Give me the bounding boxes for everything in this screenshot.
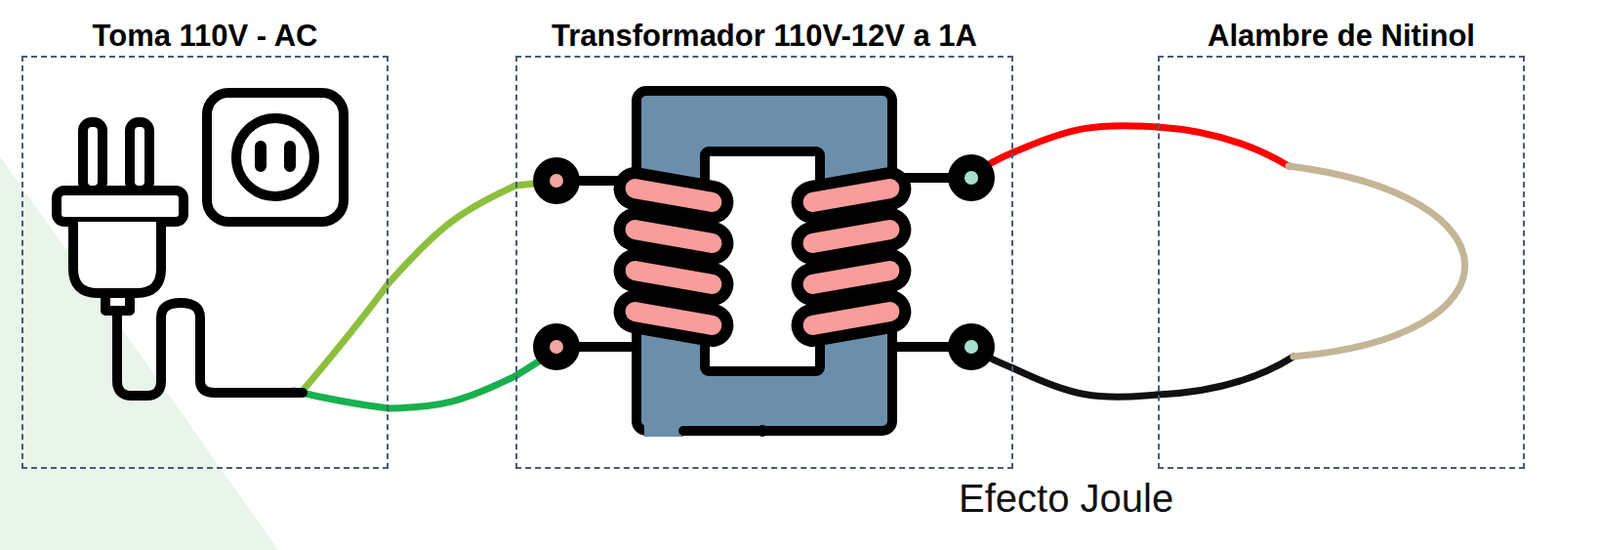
wire [1013, 368, 1158, 397]
region-heading: Alambre de Nitinol [1207, 18, 1476, 54]
wire [388, 185, 516, 284]
wire [1013, 125, 1158, 153]
effect-label: Efecto Joule [958, 476, 1174, 521]
transformer-symbol [533, 90, 995, 437]
terminal [947, 323, 995, 370]
coil-winding [787, 287, 915, 351]
dashed-region: Toma 110V - AC [21, 55, 389, 469]
dashed-region: Alambre de Nitinol [1157, 55, 1525, 469]
terminal [947, 154, 995, 202]
dashed-region: Transformador 110V-12V a 1A [515, 55, 1014, 469]
wire [1157, 356, 1294, 395]
plug-icon [56, 122, 303, 396]
terminal [533, 157, 580, 205]
wire [302, 283, 389, 391]
region-heading: Toma 110V - AC [92, 18, 319, 54]
region-heading: Transformador 110V-12V a 1A [551, 18, 978, 54]
socket-icon [206, 92, 344, 222]
wire [388, 375, 516, 409]
terminal [533, 323, 580, 370]
wire [1157, 126, 1289, 166]
nitinol-wire [1288, 165, 1466, 357]
coil-winding [610, 287, 738, 351]
